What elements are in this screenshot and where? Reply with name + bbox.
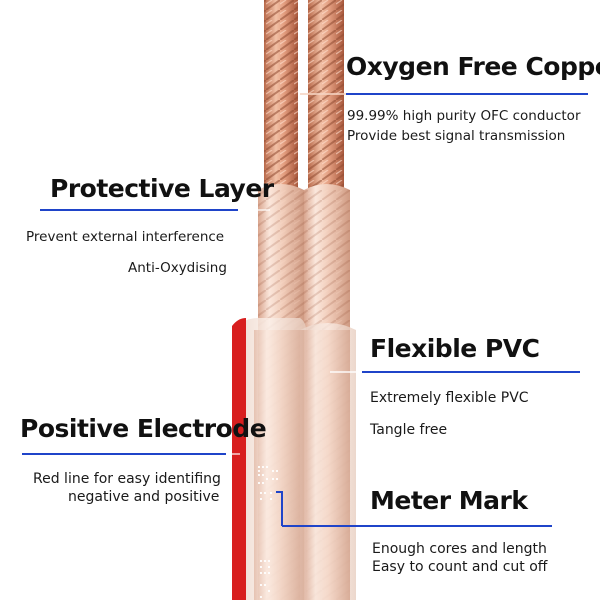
red-polarity-stripe — [232, 318, 246, 600]
protective-layer-desc-1: Prevent external interference — [26, 229, 225, 245]
callout-lines — [22, 93, 588, 527]
meter-mark-desc-2: Easy to count and cut off — [372, 559, 548, 575]
oxygen-free-copper-title: Oxygen Free Copper — [346, 52, 600, 81]
meter-mark-title: Meter Mark — [370, 486, 528, 515]
positive-electrode-title: Positive Electrode — [20, 414, 267, 443]
outer-pvc-jacket — [232, 318, 356, 600]
oxygen-free-copper-desc-2: Provide best signal transmission — [347, 128, 566, 144]
flexible-pvc-desc-2: Tangle free — [370, 422, 448, 438]
oxygen-free-copper-desc-1: 99.99% high purity OFC conductor — [347, 108, 581, 124]
protective-layer-desc-2: Anti-Oxydising — [128, 260, 227, 276]
positive-electrode-desc-2: negative and positive — [68, 489, 220, 505]
left-copper-conductor — [264, 0, 298, 190]
protective-layer-title: Protective Layer — [50, 174, 274, 203]
meter-mark-desc-1: Enough cores and length — [372, 541, 547, 557]
positive-electrode-desc-1: Red line for easy identifing — [33, 471, 221, 487]
flexible-pvc-title: Flexible PVC — [370, 334, 540, 363]
flexible-pvc-desc-1: Extremely flexible PVC — [370, 390, 529, 406]
meter-mark-print — [258, 466, 278, 598]
meter-mark-leader — [276, 491, 283, 526]
